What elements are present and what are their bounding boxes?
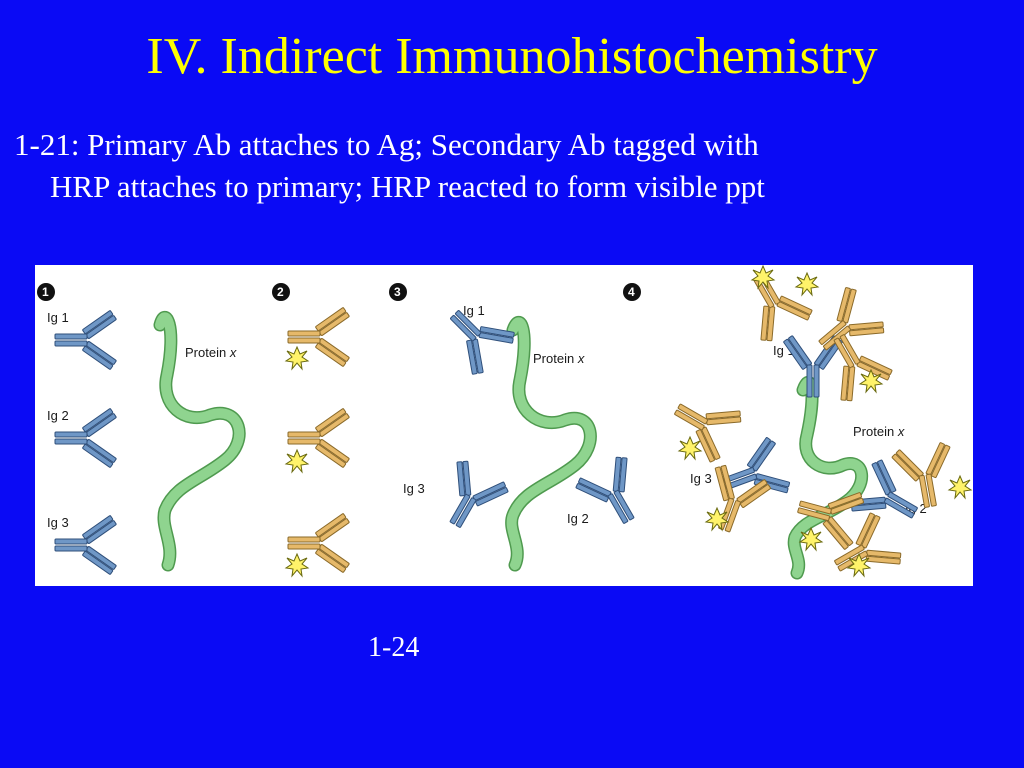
body-text: 1-21: Primary Ab attaches to Ag; Seconda… <box>14 124 1004 208</box>
step-2-group: 2 <box>272 283 350 577</box>
step-3-ig2-label: Ig 2 <box>567 511 589 526</box>
step-1-ig2-label: Ig 2 <box>47 408 69 423</box>
step-4-group: 4 Protein x Ig 1 Ig 3 Ig 2 <box>623 265 972 586</box>
step-2-hrp-3 <box>285 553 309 577</box>
step-4-hrp-2 <box>795 272 819 296</box>
step-4-protein-label: Protein x <box>853 424 905 439</box>
step-1-ig3-label: Ig 3 <box>47 515 69 530</box>
step-3-protein-label: Protein x <box>533 351 585 366</box>
slide-title: IV. Indirect Immunohistochemistry <box>146 28 878 85</box>
figure-canvas: 1 Ig 1 Ig 2 Ig 3 Protein x 2 3 Ig 1 <box>37 265 972 586</box>
step-2-number: 2 <box>277 285 284 299</box>
step-4-hrp-8 <box>948 475 972 499</box>
step-1-ig1-label: Ig 1 <box>47 310 69 325</box>
step-1-number: 1 <box>42 285 49 299</box>
step-3-primary-antibody-3 <box>428 456 512 541</box>
step-3-ig3-label: Ig 3 <box>403 481 425 496</box>
step-2-hrp-1 <box>285 346 309 370</box>
body-line-1: 1-21: Primary Ab attaches to Ag; Seconda… <box>14 127 759 162</box>
step-3-ig1-label: Ig 1 <box>463 303 485 318</box>
body-line-2: HRP attaches to primary; HRP reacted to … <box>50 169 765 204</box>
step-4-secondary-antibody-a <box>732 265 816 346</box>
step-4-hrp-4 <box>678 436 702 460</box>
step-1-group: 1 Ig 1 Ig 2 Ig 3 Protein x <box>37 283 246 576</box>
step-3-number: 3 <box>394 285 401 299</box>
step-3-group: 3 Ig 1 Ig 3 Ig 2 Protein x <box>389 283 656 572</box>
step-2-hrp-2 <box>285 449 309 473</box>
step-1-protein-label: Protein x <box>185 345 237 360</box>
step-4-ig3-label: Ig 3 <box>690 471 712 486</box>
step-4-number: 4 <box>628 285 635 299</box>
step-4-secondary-antibody-d <box>661 382 746 466</box>
figure-caption: 1-24 <box>368 632 420 663</box>
immunohistochemistry-figure: 1 Ig 1 Ig 2 Ig 3 Protein x 2 3 Ig 1 <box>35 265 973 586</box>
